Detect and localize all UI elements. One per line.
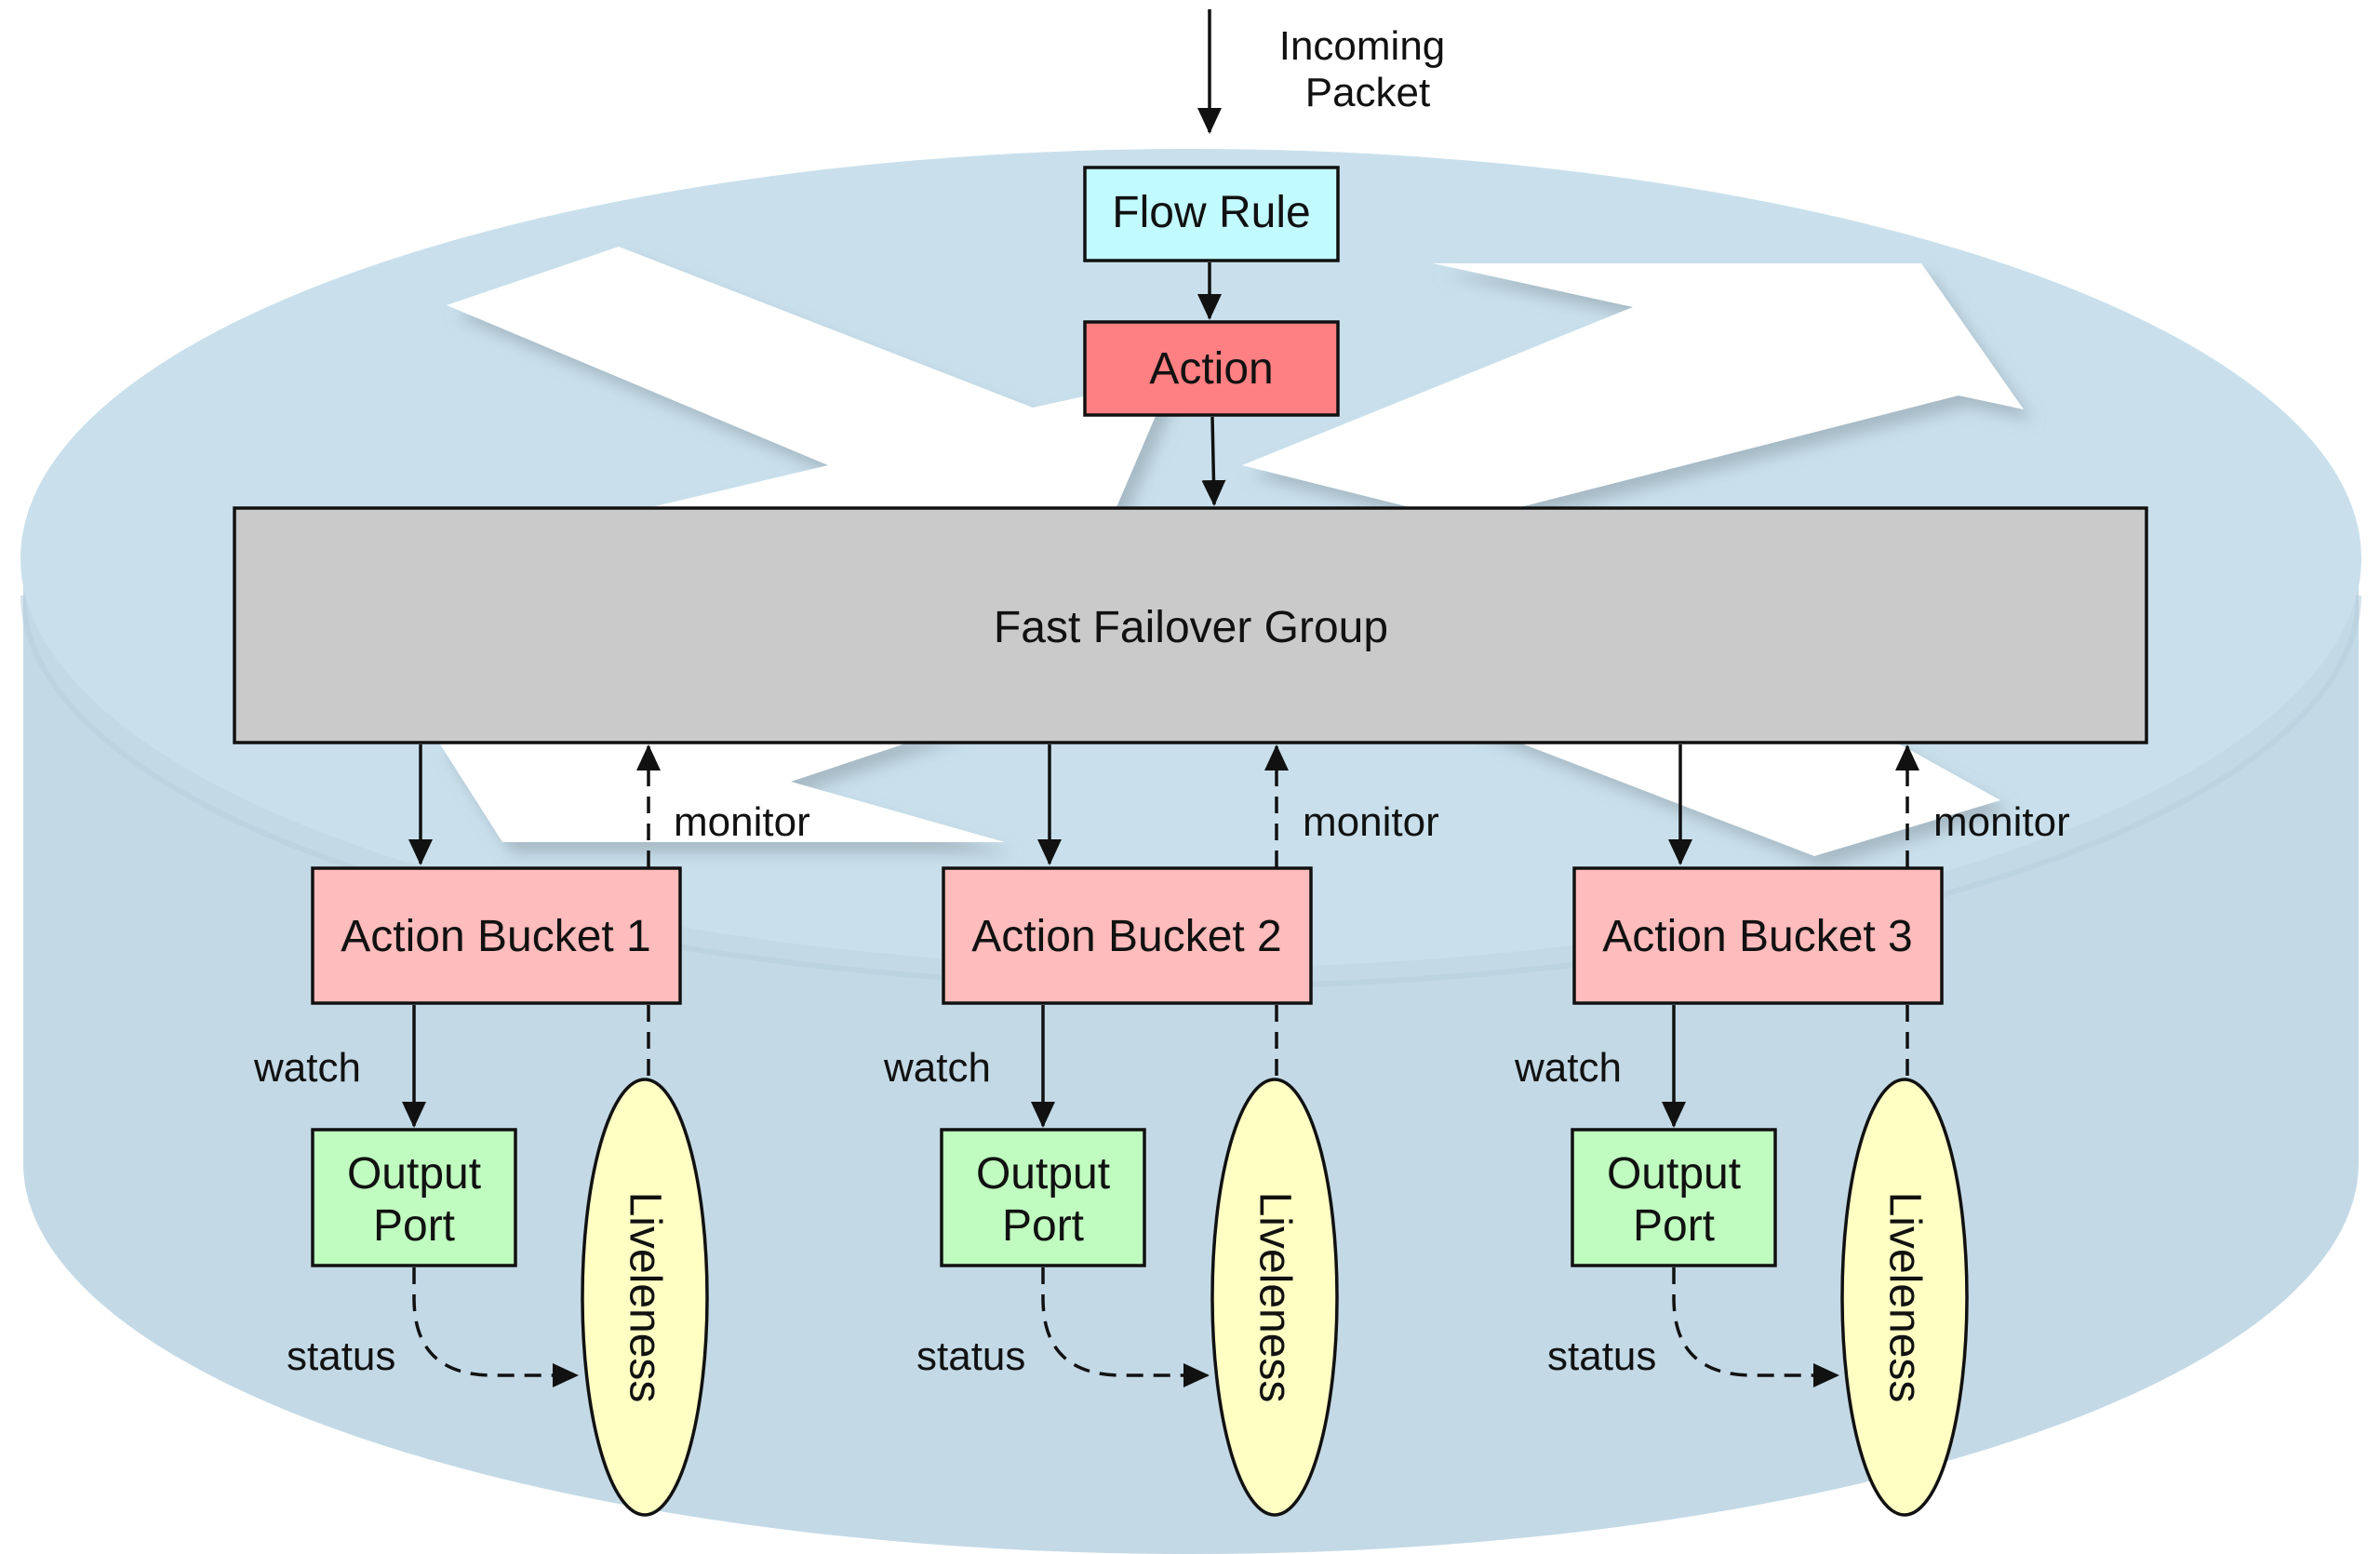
status-arrow-3 (1672, 1267, 1839, 1387)
incoming-label-line1: Incoming (1279, 23, 1446, 69)
action-bucket-3-box (1572, 866, 1944, 1005)
status-label-2: status (916, 1333, 1025, 1379)
incoming-label-line2: Packet (1305, 70, 1431, 115)
output-port-3-label-line1: Output (1607, 1149, 1741, 1199)
liveness-3-ellipse (1840, 1078, 1969, 1517)
status-label-1: status (287, 1333, 395, 1379)
action-label: Action (1149, 344, 1273, 394)
router-arrows (437, 247, 2024, 856)
output-port-3-label-line2: Port (1633, 1201, 1715, 1251)
watch-label-3: watch (1514, 1045, 1622, 1091)
bucket-column-2: monitor Action Bucket 2 watch Output Por… (883, 744, 1439, 1517)
fast-failover-group-box (233, 506, 2148, 744)
watch-label-1: watch (253, 1045, 361, 1091)
output-port-1-label-line2: Port (373, 1201, 455, 1251)
fast-failover-group-label: Fast Failover Group (994, 603, 1388, 652)
liveness-1-ellipse (581, 1078, 709, 1517)
output-port-2-box (940, 1128, 1146, 1267)
action-bucket-1-label: Action Bucket 1 (341, 912, 651, 961)
router-arrow-lower-right (1451, 707, 2000, 856)
status-arrow-2 (1041, 1267, 1210, 1387)
liveness-1-label: Liveleness (621, 1192, 670, 1403)
action-bucket-2-box (942, 866, 1313, 1005)
action-bucket-1-box (311, 866, 682, 1005)
output-port-2-label-line1: Output (976, 1149, 1110, 1199)
router-arrow-lower-left (437, 726, 1005, 842)
liveness-2-label: Liveleness (1250, 1192, 1300, 1403)
action-box (1083, 320, 1340, 417)
liveness-3-label: Liveleness (1880, 1192, 1930, 1403)
status-label-3: status (1547, 1333, 1656, 1379)
output-port-3-box (1571, 1128, 1777, 1267)
monitor-label-3: monitor (1933, 799, 2070, 845)
flow-rule-box (1083, 166, 1340, 262)
status-arrow-1 (412, 1267, 579, 1387)
action-to-group-arrow (1201, 416, 1226, 506)
action-bucket-2-label: Action Bucket 2 (971, 912, 1282, 961)
output-port-1-label-line1: Output (347, 1149, 481, 1199)
monitor-label-1: monitor (674, 799, 810, 845)
bucket-column-3: monitor Action Bucket 3 watch Output Por… (1514, 744, 2070, 1517)
liveness-2-ellipse (1210, 1078, 1339, 1517)
bucket-column-1: monitor Action Bucket 1 watch Output Por… (253, 744, 810, 1517)
action-bucket-3-label: Action Bucket 3 (1602, 912, 1913, 961)
monitor-label-2: monitor (1303, 799, 1439, 845)
router-arrow-upper-right (1242, 263, 2024, 521)
output-port-1-box (311, 1128, 517, 1267)
router-arrow-upper-left (447, 247, 1172, 507)
output-port-2-label-line2: Port (1002, 1201, 1084, 1251)
watch-label-2: watch (883, 1045, 991, 1091)
flow-rule-label: Flow Rule (1112, 188, 1310, 237)
